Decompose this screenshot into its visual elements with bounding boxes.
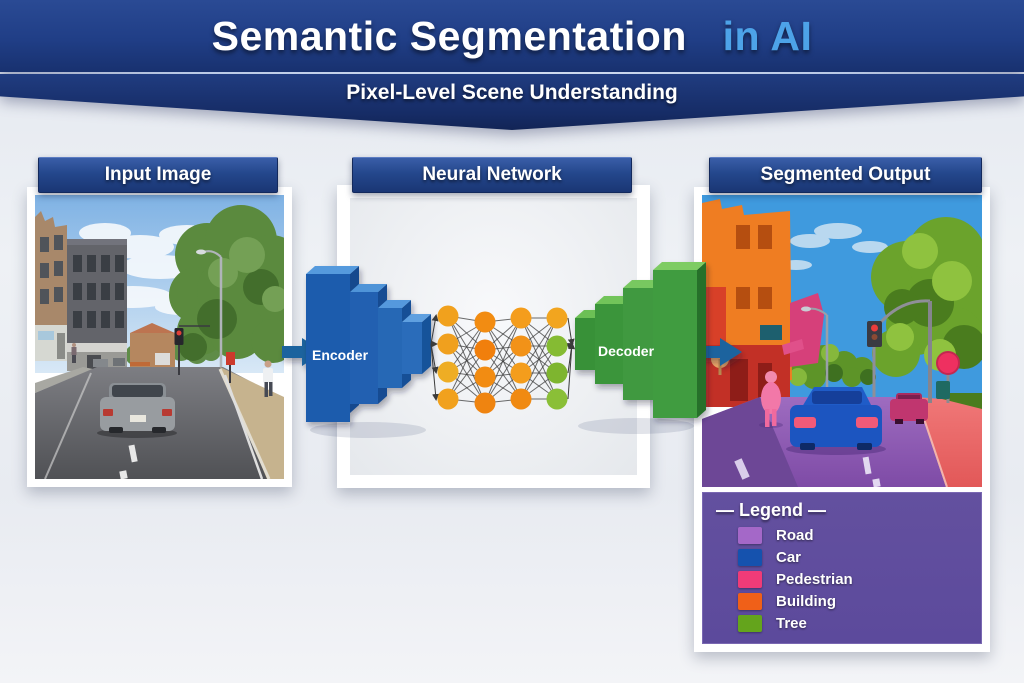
input-image-card — [27, 187, 292, 487]
legend-label-tree: Tree — [776, 615, 807, 632]
seg-building-orange — [702, 199, 824, 407]
photo-building-grey — [67, 239, 127, 371]
page-subtitle: Pixel-Level Scene Understanding — [346, 81, 678, 104]
segmentation-map — [702, 195, 982, 487]
road-color-swatch — [738, 527, 762, 544]
banner-ribbon: Pixel-Level Scene Understanding — [0, 74, 1024, 130]
banner-top: Semantic Segmentation in AI — [0, 0, 1024, 72]
segmented-output-card: — Legend — Road Car Pedestrian Building … — [694, 187, 990, 652]
tree-color-swatch — [738, 615, 762, 632]
photo-distant-traffic — [93, 353, 170, 367]
panel-header-network-label: Neural Network — [422, 164, 562, 185]
legend-item-car: Car — [738, 548, 971, 567]
pedestrian-color-swatch — [738, 571, 762, 588]
legend-item-pedestrian: Pedestrian — [738, 570, 971, 589]
seg-red-sign — [936, 351, 960, 375]
panel-header-output-label: Segmented Output — [760, 164, 931, 185]
seg-street-lamp — [801, 306, 829, 397]
photo-traffic-light — [174, 325, 235, 383]
seg-pedestrian — [759, 371, 783, 428]
page-title-main: Semantic Segmentation — [211, 12, 687, 59]
page-title: Semantic Segmentation in AI — [212, 13, 813, 60]
title-banner: Semantic Segmentation in AI Pixel-Level … — [0, 0, 1024, 130]
car-color-swatch — [738, 549, 762, 566]
panel-header-output: Segmented Output — [709, 157, 982, 193]
building-color-swatch — [738, 593, 762, 610]
photo-pedestrian — [263, 360, 273, 397]
seg-car-distant — [890, 393, 928, 424]
legend-label-car: Car — [776, 549, 802, 566]
street-photo — [35, 195, 284, 479]
panel-header-input: Input Image — [38, 157, 278, 193]
neural-network-card — [337, 185, 650, 488]
photo-car — [97, 383, 177, 438]
photo-building-tan — [35, 211, 67, 361]
photo-trees-right — [169, 205, 284, 363]
panel-header-network: Neural Network — [352, 157, 632, 193]
page-title-accent: in AI — [722, 12, 813, 59]
banner-divider — [0, 72, 1024, 74]
photo-pedestrian-far — [71, 343, 77, 363]
panel-header-input-label: Input Image — [104, 164, 212, 185]
legend-title: — Legend — — [716, 500, 827, 520]
legend-label-pedestrian: Pedestrian — [776, 571, 853, 588]
legend-label-road: Road — [776, 527, 814, 544]
legend-item-road: Road — [738, 526, 971, 545]
legend-label-building: Building — [776, 593, 836, 610]
seg-traffic-light — [867, 299, 960, 403]
neural-network-canvas — [350, 198, 637, 475]
legend-panel: — Legend — Road Car Pedestrian Building … — [702, 492, 982, 644]
seg-car — [786, 387, 886, 455]
legend-item-tree: Tree — [738, 614, 971, 633]
legend-item-building: Building — [738, 592, 971, 611]
